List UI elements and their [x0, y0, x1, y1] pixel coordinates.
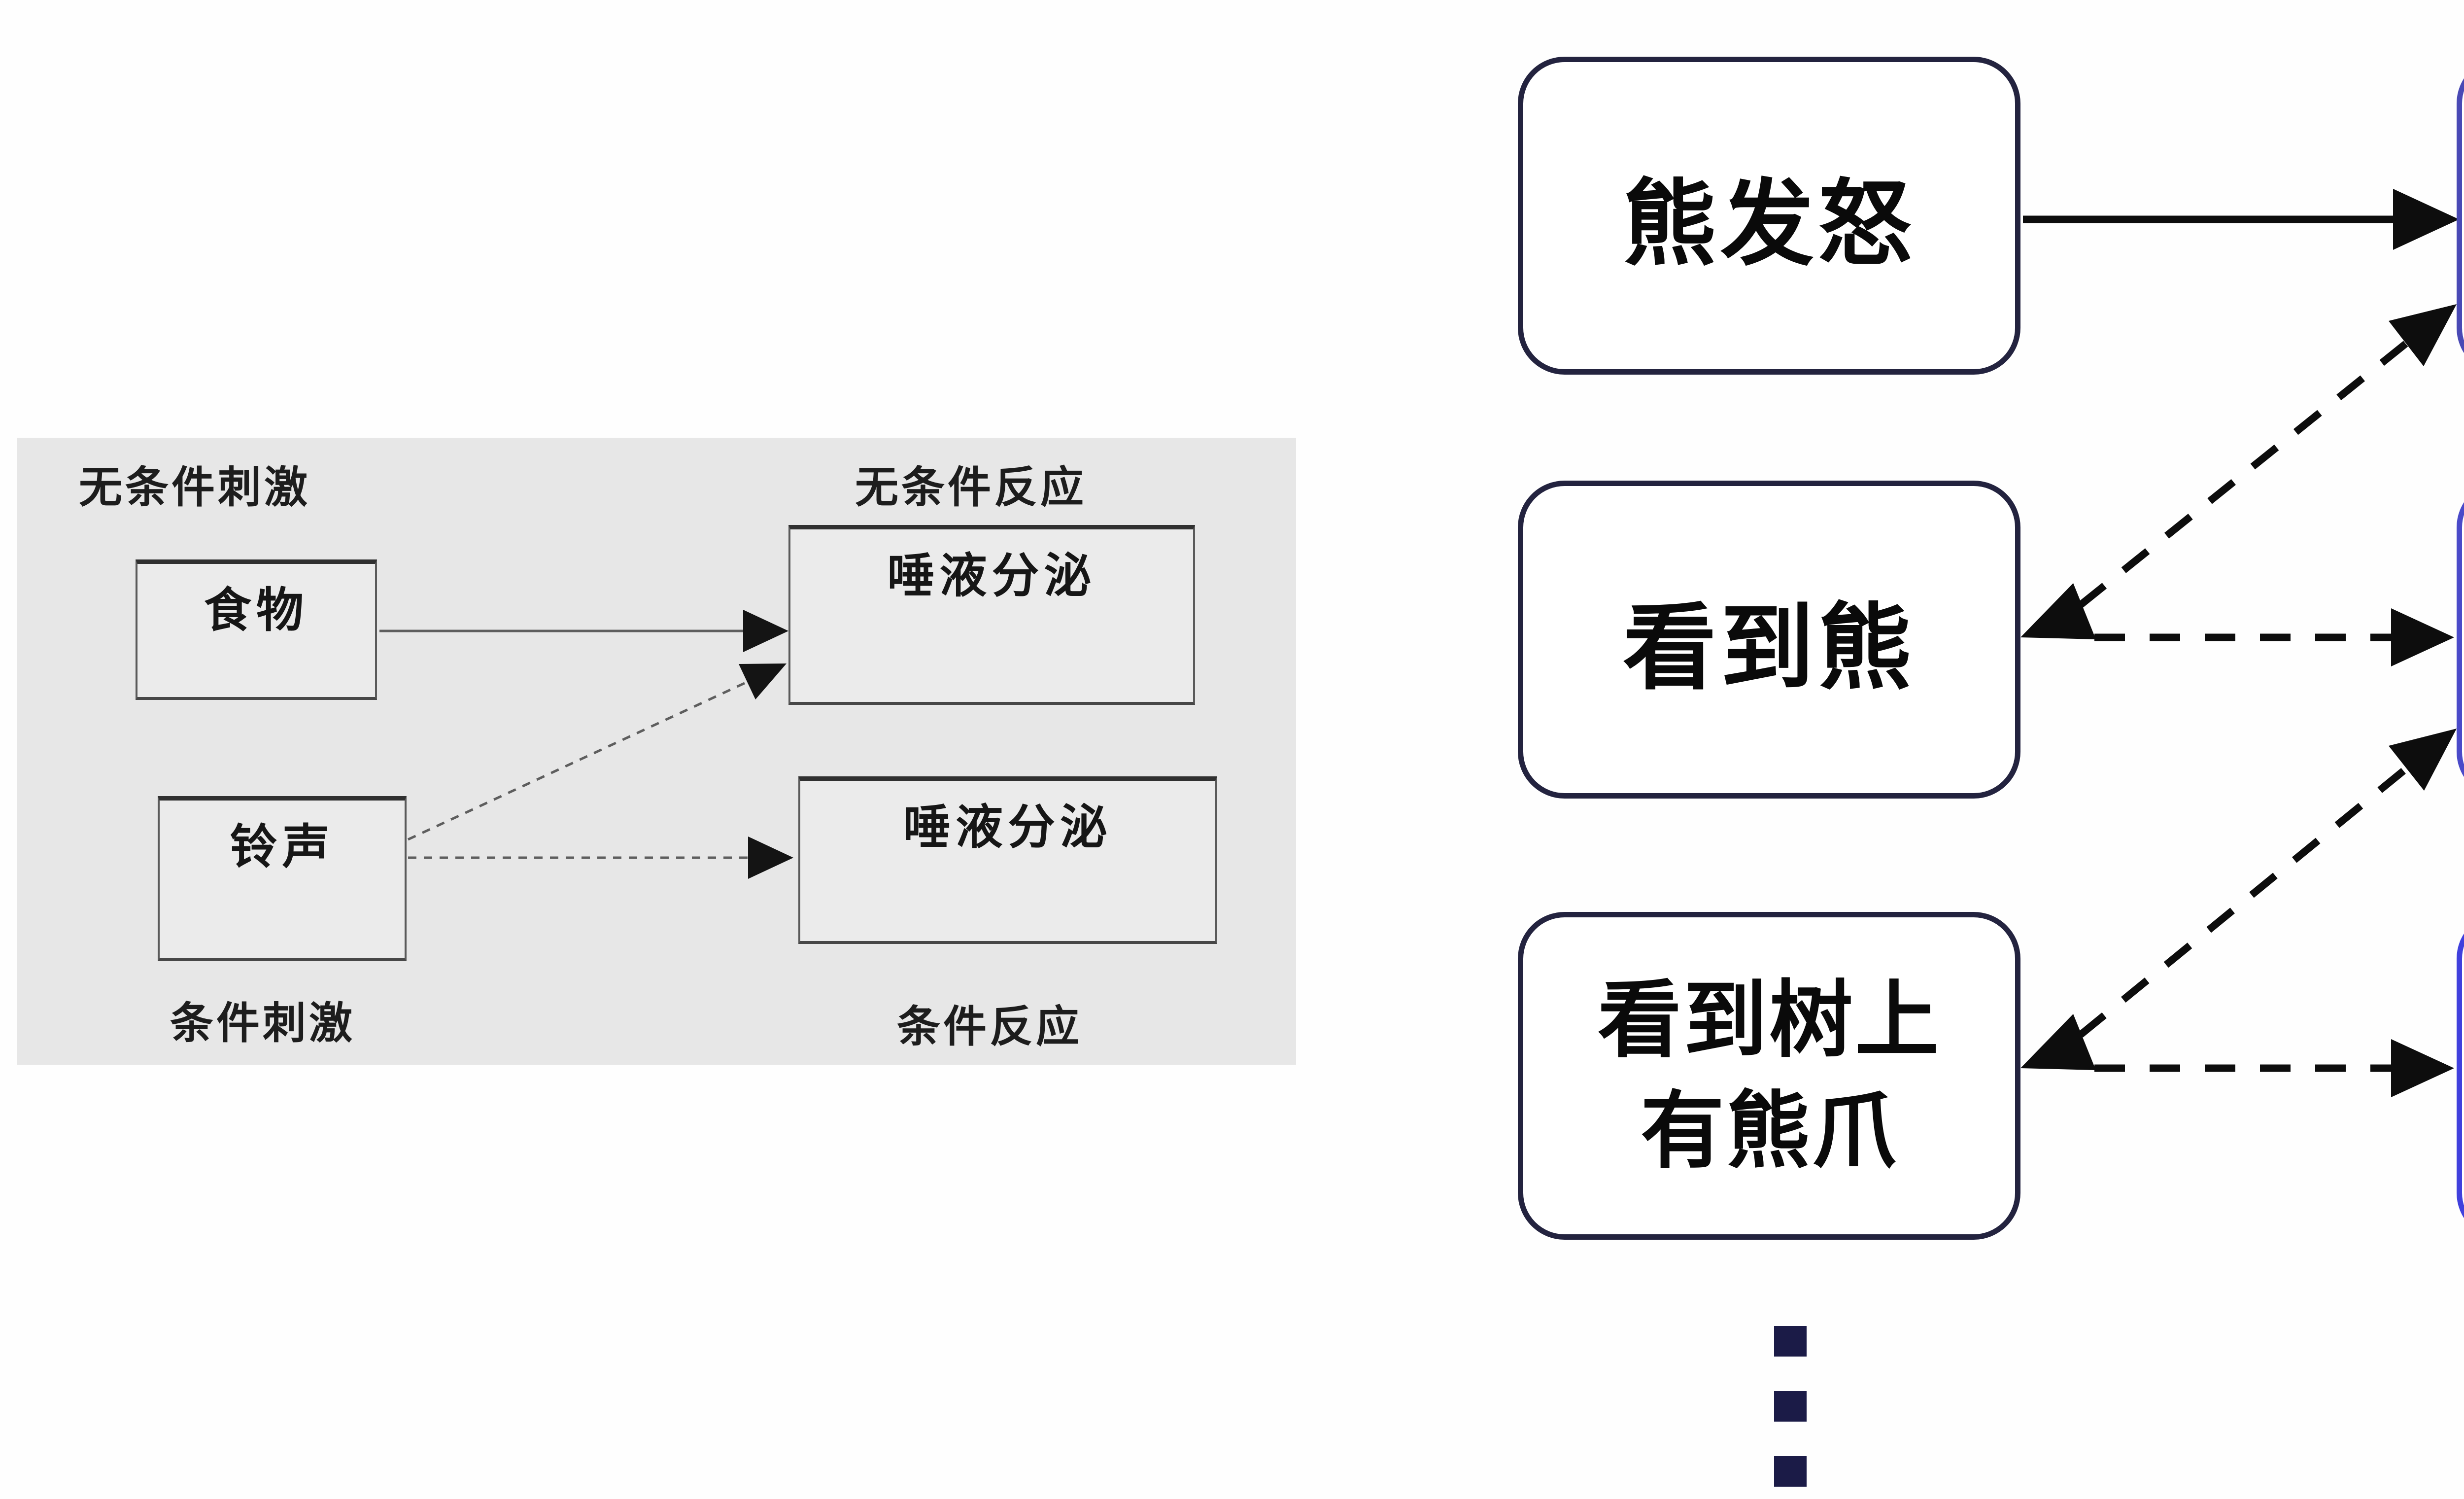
ellipsis-left-dot-1-icon	[1774, 1326, 1807, 1357]
dashed-arrow-bell-saliva-top	[407, 681, 748, 841]
box-food: 食物	[136, 559, 377, 700]
state-box-bear-angry-label: 熊发怒	[1622, 170, 1916, 279]
label-unconditioned-stimulus: 无条件刺激	[79, 462, 311, 513]
state-box-see-bear: 看到熊	[1518, 481, 2020, 799]
box-saliva-top-label: 唾液分泌	[887, 548, 1096, 603]
box-food-label: 食物	[204, 583, 308, 638]
label-unconditioned-response: 无条件反应	[855, 462, 1087, 513]
arrowhead-into-reward-icon	[2389, 304, 2457, 366]
value-box-vs-prime: V(s′)	[2457, 481, 2464, 799]
value-box-vs: V(s)	[2457, 912, 2464, 1240]
box-saliva-bottom-label: 唾液分泌	[903, 800, 1112, 855]
arrowhead-bell-saliva-bottom-icon	[748, 837, 793, 879]
box-bell-label: 铃声	[230, 819, 335, 874]
arrowhead-into-vsprime-lower-icon	[2389, 729, 2457, 791]
arrowhead-back-to-claw-icon	[2020, 1014, 2096, 1070]
ellipsis-left-dot-2-icon	[1774, 1391, 1807, 1422]
label-conditioned-stimulus: 条件刺激	[170, 998, 356, 1048]
arrowhead-bear-reward-icon	[2393, 189, 2459, 250]
state-box-bear-claw: 看到树上 有熊爪	[1518, 912, 2020, 1240]
arrowhead-back-to-seebear-icon	[2020, 583, 2096, 639]
dashed-diagonal-claw-vsprime	[2078, 766, 2409, 1038]
label-conditioned-response: 条件反应	[897, 1001, 1083, 1052]
value-box-reward: 奖励	[2457, 57, 2464, 375]
box-saliva-top: 唾液分泌	[788, 525, 1195, 705]
box-saliva-bottom: 唾液分泌	[798, 776, 1217, 944]
state-box-bear-angry: 熊发怒	[1518, 57, 2020, 375]
dashed-diagonal-seebear-reward	[2078, 341, 2408, 608]
arrowhead-into-vs-icon	[2391, 1039, 2454, 1097]
state-box-bear-claw-label: 看到树上 有熊爪	[1597, 972, 1941, 1180]
state-box-see-bear-label: 看到熊	[1622, 593, 1916, 702]
arrowhead-bell-saliva-top-icon	[739, 663, 787, 699]
box-bell: 铃声	[158, 796, 407, 961]
arrowhead-into-vsprime-icon	[2391, 608, 2454, 666]
arrowhead-food-saliva-icon	[743, 610, 788, 652]
ellipsis-left-dot-3-icon	[1774, 1456, 1807, 1487]
